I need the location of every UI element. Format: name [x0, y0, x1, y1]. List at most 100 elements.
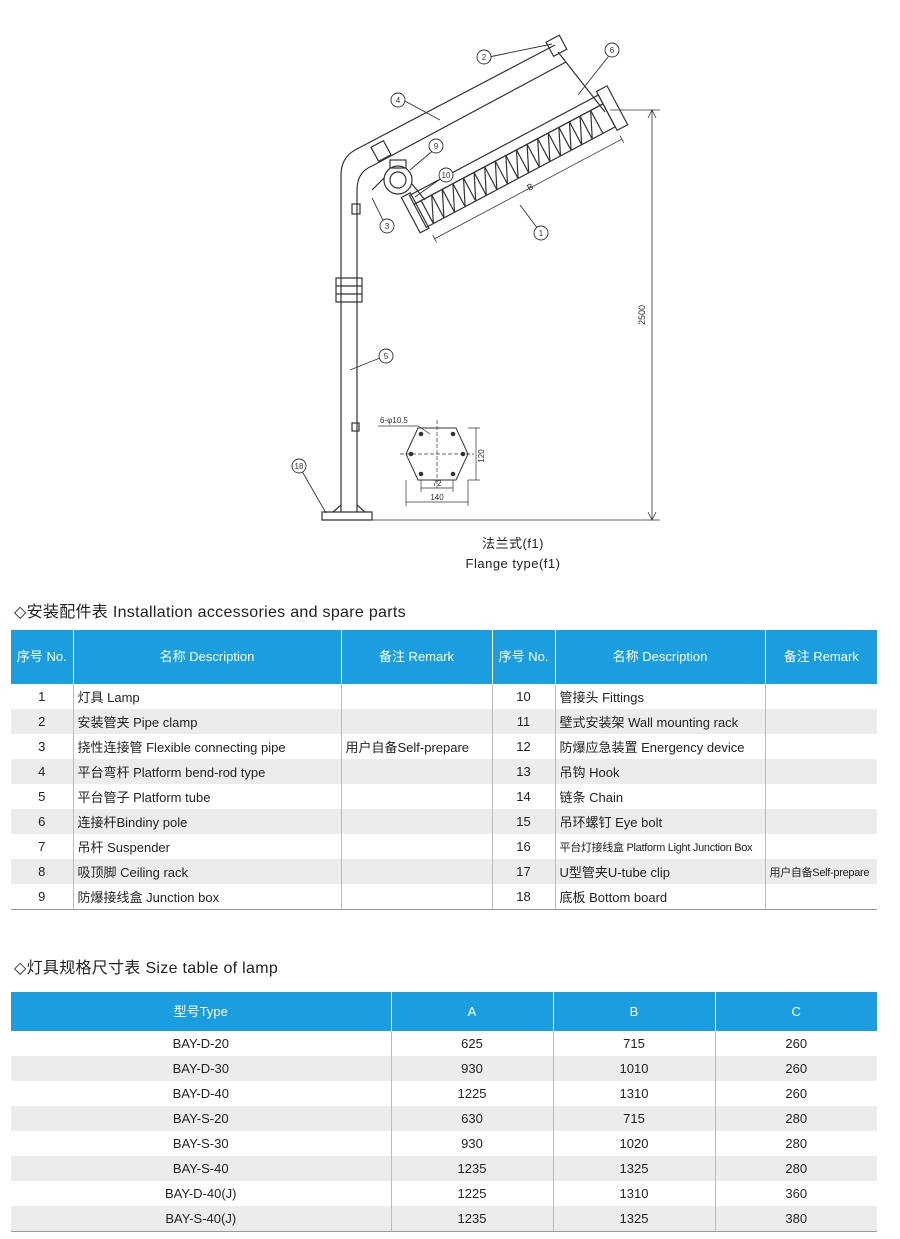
item-description: 壁式安装架 Wall mounting rack: [555, 709, 766, 734]
size-value: 1010: [553, 1056, 716, 1081]
lamp-type: BAY-D-30: [11, 1056, 392, 1081]
item-no: 10: [492, 684, 556, 709]
size-value: 1020: [553, 1131, 716, 1156]
item-no: 1: [11, 684, 74, 709]
lamp-type: BAY-S-40: [11, 1156, 392, 1181]
size-value: 1325: [553, 1206, 716, 1232]
size-value: 260: [715, 1056, 877, 1081]
lamp-type: BAY-S-40(J): [11, 1206, 392, 1232]
callout-2: 2: [482, 53, 487, 62]
item-remark: [765, 709, 877, 734]
size-value: 625: [391, 1031, 554, 1056]
item-no: 7: [11, 834, 74, 859]
header-desc-right: 名称 Description: [555, 630, 766, 684]
drawing-caption-en: Flange type(f1): [465, 556, 561, 571]
item-remark: [765, 759, 877, 784]
item-remark: [341, 759, 493, 784]
size-value: 715: [553, 1031, 716, 1056]
size-value: 1310: [553, 1081, 716, 1106]
junction-box: [383, 165, 413, 195]
size-value: 630: [391, 1106, 554, 1131]
item-remark: [765, 684, 877, 709]
header-remark-left: 备注 Remark: [341, 630, 493, 684]
size-value: 930: [391, 1131, 554, 1156]
item-remark: [341, 809, 493, 834]
pole-bend: [340, 149, 373, 191]
item-no: 8: [11, 859, 74, 884]
item-description: 吊环螺钉 Eye bolt: [555, 809, 766, 834]
item-remark: [341, 709, 493, 734]
item-description: 平台弯杆 Platform bend-rod type: [73, 759, 342, 784]
size-value: 930: [391, 1056, 554, 1081]
lamp-body: [400, 85, 629, 243]
item-no: 9: [11, 884, 74, 910]
item-no: 16: [492, 834, 556, 859]
size-value: 1225: [391, 1081, 554, 1106]
callout-3: 3: [385, 222, 390, 231]
size-value: 1235: [391, 1206, 554, 1232]
item-description: 灯具 Lamp: [73, 684, 342, 709]
item-description: 挠性连接管 Flexible connecting pipe: [73, 734, 342, 759]
item-description: 连接杆Bindiny pole: [73, 809, 342, 834]
header-no-left: 序号 No.: [11, 630, 74, 684]
callout-5: 5: [384, 352, 389, 361]
header-no-right: 序号 No.: [492, 630, 556, 684]
item-remark: [341, 859, 493, 884]
bottom-board: [321, 511, 373, 521]
sizes-title: ◇灯具规格尺寸表 Size table of lamp: [14, 960, 279, 977]
size-value: 280: [715, 1106, 877, 1131]
item-remark: [341, 884, 493, 910]
size-value: 360: [785, 1186, 808, 1201]
coupling: [335, 277, 363, 303]
item-remark: 用户自备Self-prepare: [341, 734, 493, 759]
item-remark: [765, 834, 877, 859]
item-description: 防爆接线盒 Junction box: [73, 884, 342, 910]
item-description: 平台灯接线盒 Platform Light Junction Box: [555, 834, 766, 859]
size-value: 1225: [391, 1181, 554, 1206]
size-value: 280: [785, 1136, 808, 1151]
item-description: 底板 Bottom board: [555, 884, 766, 910]
header-desc-left: 名称 Description: [73, 630, 342, 684]
flange-holes-label: 6-φ10.5: [380, 416, 408, 425]
item-description: 管接头 Fittings: [555, 684, 766, 709]
installation-drawing: B 2500 2 6 4 9 10 3 1 5 18: [291, 34, 660, 521]
flange-dim-140: 140: [430, 493, 444, 502]
header-a: A: [391, 992, 554, 1031]
callout-18: 18: [295, 462, 304, 471]
item-no: 13: [492, 759, 556, 784]
binding-pole: [557, 51, 606, 113]
size-value: 260: [785, 1086, 808, 1101]
item-remark: 用户自备Self-prepare: [765, 859, 877, 884]
item-description: 吸顶脚 Ceiling rack: [73, 859, 342, 884]
callout-10: 10: [442, 171, 451, 180]
lamp-type: BAY-D-20: [11, 1031, 392, 1056]
item-remark: [765, 784, 877, 809]
size-value: 1325: [553, 1156, 716, 1181]
pipe-clamp: [545, 34, 568, 58]
item-no: 6: [11, 809, 74, 834]
size-value: 715: [553, 1106, 716, 1131]
item-description: 吊钩 Hook: [555, 759, 766, 784]
item-no: 17: [492, 859, 556, 884]
lamp-type: BAY-S-30: [11, 1131, 392, 1156]
callout-1: 1: [539, 229, 544, 238]
dim-b-label: B: [525, 181, 535, 193]
size-value: 380: [715, 1206, 877, 1232]
accessories-table: 序号 No. 名称 Description 备注 Remark 序号 No. 名…: [11, 630, 877, 910]
flange-dim-120: 120: [477, 449, 486, 463]
item-remark: [341, 784, 493, 809]
item-remark: [765, 809, 877, 834]
item-no: 15: [492, 809, 556, 834]
